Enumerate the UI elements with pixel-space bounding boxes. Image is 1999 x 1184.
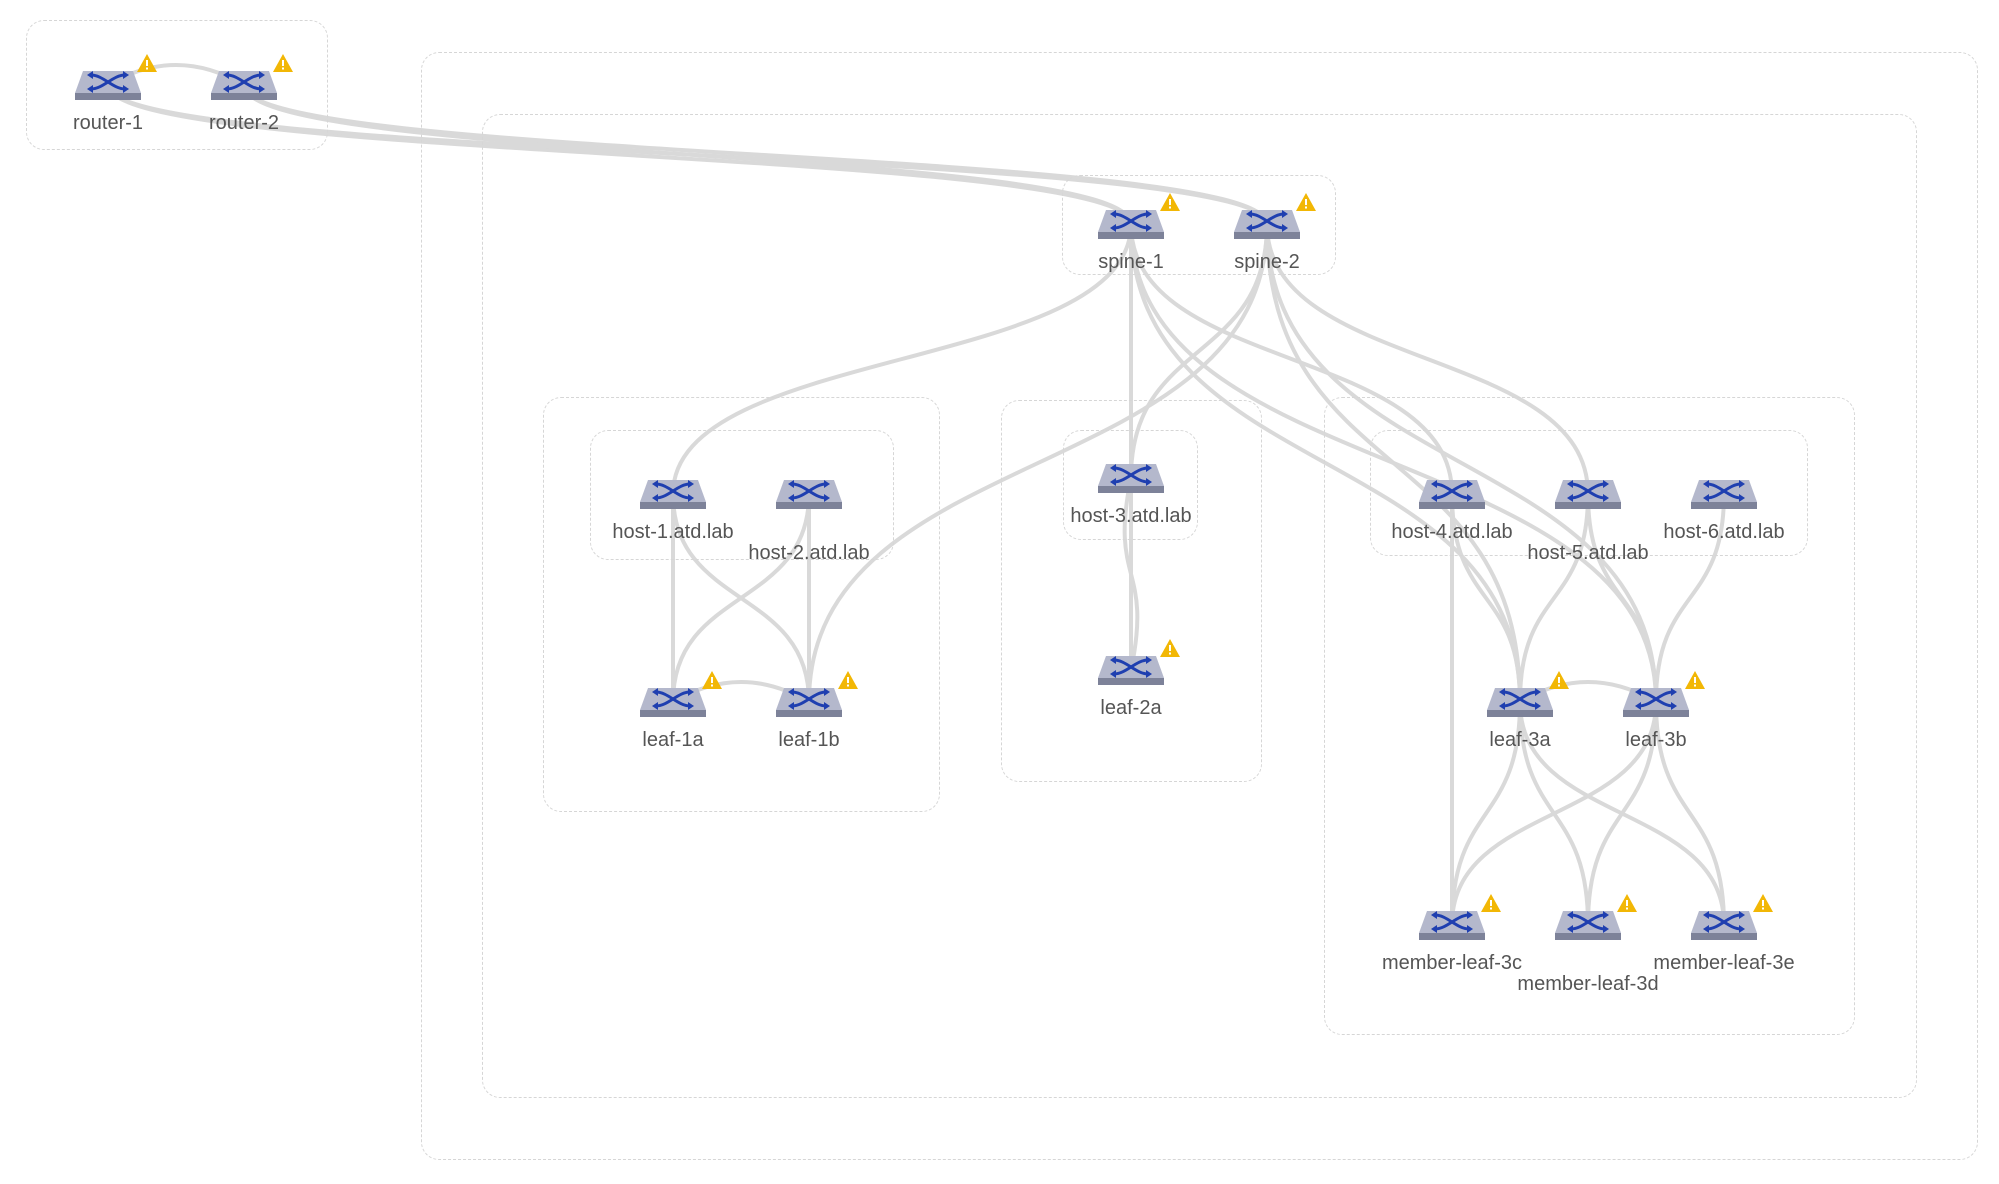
- node-label: host-2.atd.lab: [748, 542, 870, 564]
- link-host-3-leaf-2a[interactable]: [1122, 477, 1140, 671]
- group-pod-2-hosts: [1063, 430, 1198, 540]
- network-switch-icon: [1555, 480, 1621, 509]
- node-label: leaf-1b: [778, 729, 840, 751]
- network-switch-icon: [1234, 210, 1300, 239]
- warning-triangle-icon: [1481, 894, 1501, 912]
- network-switch-icon: [1487, 688, 1553, 717]
- network-switch-icon: [1555, 911, 1621, 940]
- group-pod-3-hosts: [1370, 430, 1808, 556]
- network-switch-icon: [1691, 480, 1757, 509]
- link-leaf-3b-member-leaf-3e[interactable]: [1654, 701, 1726, 926]
- node-host-6[interactable]: host-6.atd.lab: [1634, 454, 1814, 564]
- node-label: leaf-3b: [1625, 729, 1687, 751]
- link-spine-2-host-3[interactable]: [1129, 223, 1269, 479]
- warning-triangle-icon: [1160, 639, 1180, 657]
- network-switch-icon: [776, 480, 842, 509]
- node-label: member-leaf-3e: [1653, 952, 1795, 974]
- network-switch-icon: [1098, 656, 1164, 685]
- node-label: spine-2: [1234, 251, 1300, 273]
- node-label: router-2: [208, 112, 280, 134]
- node-label: host-3.atd.lab: [1070, 505, 1192, 527]
- group-pod-1: [543, 397, 940, 812]
- network-switch-icon: [1419, 480, 1485, 509]
- warning-triangle-icon: [1296, 193, 1316, 211]
- node-leaf-3b[interactable]: leaf-3b: [1566, 662, 1746, 772]
- group-datacenter: [421, 52, 1978, 1160]
- node-spine-2[interactable]: spine-2: [1177, 184, 1357, 294]
- link-spine-2-host-5[interactable]: [1265, 223, 1590, 495]
- node-leaf-2a[interactable]: leaf-2a: [1041, 630, 1221, 740]
- link-leaf-3a-member-leaf-3c[interactable]: [1450, 701, 1522, 926]
- group-pod-3: [1324, 397, 1855, 1035]
- node-leaf-1b[interactable]: leaf-1b: [719, 662, 899, 772]
- network-switch-icon: [640, 480, 706, 509]
- node-router-2[interactable]: router-2: [154, 45, 334, 155]
- link-spine-2-leaf-3b[interactable]: [1265, 223, 1658, 703]
- warning-triangle-icon: [838, 671, 858, 689]
- network-switch-icon: [1623, 688, 1689, 717]
- warning-triangle-icon: [137, 54, 157, 72]
- node-host-2[interactable]: host-2.atd.lab: [719, 454, 899, 564]
- link-spine-1-leaf-3a[interactable]: [1129, 223, 1522, 703]
- network-switch-icon: [1098, 210, 1164, 239]
- node-member-leaf-3e[interactable]: member-leaf-3e: [1634, 885, 1814, 995]
- group-routers: [26, 20, 328, 150]
- link-router-2-spine-2[interactable]: [242, 84, 1269, 225]
- network-switch-icon: [640, 688, 706, 717]
- network-switch-icon: [1419, 911, 1485, 940]
- node-label: host-6.atd.lab: [1663, 521, 1785, 543]
- network-switch-icon: [776, 688, 842, 717]
- link-host-2-leaf-1a[interactable]: [671, 493, 811, 703]
- warning-triangle-icon: [1617, 894, 1637, 912]
- network-switch-icon: [1098, 464, 1164, 493]
- link-spine-2-leaf-1b[interactable]: [807, 223, 1269, 703]
- link-spine-1-host-1[interactable]: [671, 223, 1133, 495]
- network-switch-icon: [211, 71, 277, 100]
- group-pod-1-hosts: [590, 430, 894, 560]
- link-leaf-3b-member-leaf-3c[interactable]: [1450, 701, 1658, 926]
- warning-triangle-icon: [1549, 671, 1569, 689]
- link-host-6-leaf-3b[interactable]: [1654, 493, 1726, 703]
- link-host-4-leaf-3a[interactable]: [1450, 493, 1522, 703]
- node-host-3[interactable]: host-3.atd.lab: [1041, 438, 1221, 548]
- link-leaf-3b-member-leaf-3d[interactable]: [1586, 701, 1658, 926]
- link-host-5-leaf-3a[interactable]: [1518, 493, 1590, 703]
- warning-triangle-icon: [1160, 193, 1180, 211]
- group-fabric: [482, 114, 1917, 1098]
- group-pod-2: [1001, 400, 1262, 782]
- network-switch-icon: [1691, 911, 1757, 940]
- warning-triangle-icon: [1753, 894, 1773, 912]
- link-spine-1-host-4[interactable]: [1129, 223, 1454, 495]
- node-label: leaf-2a: [1100, 697, 1162, 719]
- warning-triangle-icon: [702, 671, 722, 689]
- link-host-5-leaf-3b[interactable]: [1586, 493, 1658, 703]
- warning-triangle-icon: [1685, 671, 1705, 689]
- link-spine-2-leaf-3a[interactable]: [1265, 223, 1522, 703]
- warning-triangle-icon: [273, 54, 293, 72]
- group-spines: [1062, 175, 1336, 275]
- network-switch-icon: [75, 71, 141, 100]
